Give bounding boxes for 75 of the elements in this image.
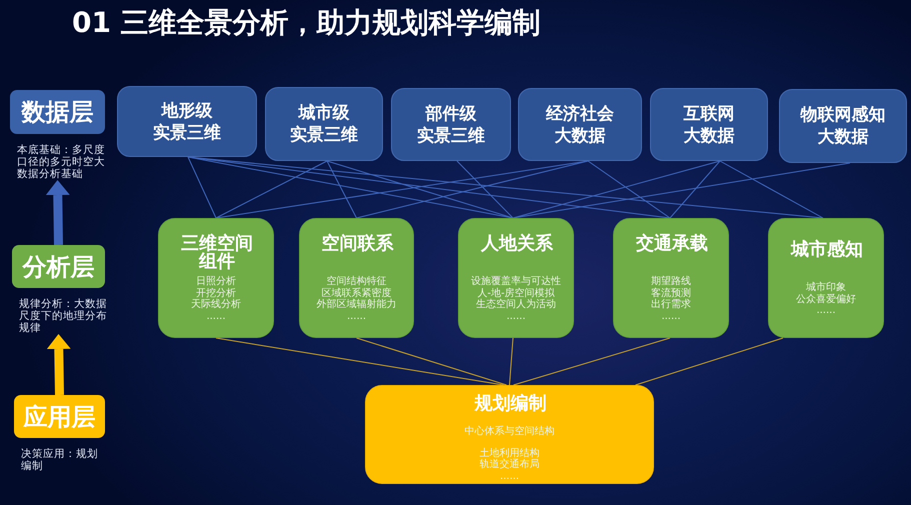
box-heading: 交通承载	[634, 235, 709, 253]
connector-line	[512, 162, 850, 218]
data-source-box	[117, 86, 257, 157]
connector-line	[588, 160, 670, 218]
box-title: 互联网大数据	[684, 102, 734, 146]
data-source-box	[265, 87, 383, 161]
list-item: 城市印象	[805, 282, 847, 294]
layer-box: 应用层	[14, 395, 105, 438]
page-title: 01 三维全景分析，助力规划科学编制	[72, 5, 541, 41]
list-item: 日照分析	[195, 276, 237, 288]
connector-line	[356, 160, 588, 218]
layer-box: 数据层	[10, 90, 105, 134]
layer-description: 规律分析：大数据尺度下的地理分布规律	[18, 298, 108, 334]
connector-line	[188, 156, 514, 218]
data-source-box	[779, 89, 907, 163]
list-item: 出行需求	[650, 299, 692, 310]
list-item: 土地利用结构	[478, 448, 540, 458]
connector-line	[513, 338, 670, 386]
list-item: ......	[346, 310, 368, 322]
list-item: 客流预测	[650, 288, 692, 298]
connector-line	[188, 156, 216, 218]
box-title: 部件级实景三维	[417, 102, 485, 146]
connector-line	[509, 338, 514, 386]
list-item: 人-地-房空间模拟	[476, 288, 556, 298]
analysis-box	[613, 218, 729, 338]
box-heading: 城市感知	[790, 241, 864, 259]
analysis-box	[158, 218, 274, 338]
connector-line	[216, 338, 504, 386]
list-item: 天际线分析	[190, 299, 242, 310]
box-heading: 人地关系	[480, 235, 554, 253]
connector-line	[326, 160, 514, 218]
connector-line	[456, 160, 514, 218]
connector-line	[635, 338, 784, 386]
analysis-box	[299, 218, 414, 338]
connector-line	[512, 160, 720, 218]
list-item: ......	[660, 310, 682, 322]
connector-line	[188, 156, 824, 218]
box-heading: 规划编制	[473, 395, 548, 413]
arrow	[46, 180, 70, 246]
list-item: ......	[498, 470, 520, 482]
analysis-box	[458, 218, 574, 338]
list-item: 外部区域辐射能力	[316, 299, 398, 310]
analysis-box	[768, 218, 884, 338]
box-title: 经济社会大数据	[546, 102, 614, 146]
list-item: 空间结构特征	[326, 276, 388, 288]
connector-line	[188, 156, 670, 218]
connector-line	[670, 160, 720, 218]
box-heading: 三维空间组件	[180, 235, 254, 271]
list-item: 生态空间人为活动	[475, 299, 557, 310]
list-item: 设施覆盖率与可达性	[470, 276, 562, 288]
data-source-box	[650, 88, 768, 161]
list-item: 开挖分析	[195, 288, 237, 298]
list-item: ......	[505, 310, 527, 322]
layer-box: 分析层	[12, 245, 105, 288]
list-item: 轨道交通布局	[478, 459, 540, 470]
connector-line	[326, 160, 357, 218]
arrow	[46, 334, 71, 396]
data-source-box	[391, 88, 511, 161]
connector-line	[356, 338, 507, 386]
list-item: 公众喜爱偏好	[795, 293, 857, 305]
box-title: 城市级实景三维	[290, 102, 358, 146]
layer-description: 决策应用：规划编制	[20, 448, 99, 472]
connector-line	[216, 160, 328, 218]
connector-line	[720, 160, 824, 218]
box-heading: 空间联系	[320, 235, 394, 253]
list-item: 区域联系紧密度	[320, 288, 392, 298]
list-item: ......	[815, 304, 837, 316]
box-title: 物联网感知大数据	[800, 104, 886, 148]
layer-description: 本底基础：多尺度口径的多元时空大数据分析基础	[16, 144, 106, 180]
planning-box	[365, 385, 654, 484]
list-item: 中心体系与空间结构	[464, 426, 556, 438]
list-item: ......	[205, 310, 227, 322]
box-title: 地形级实景三维	[153, 100, 221, 144]
data-source-box	[518, 88, 642, 161]
list-item: 期望路线	[650, 276, 692, 288]
